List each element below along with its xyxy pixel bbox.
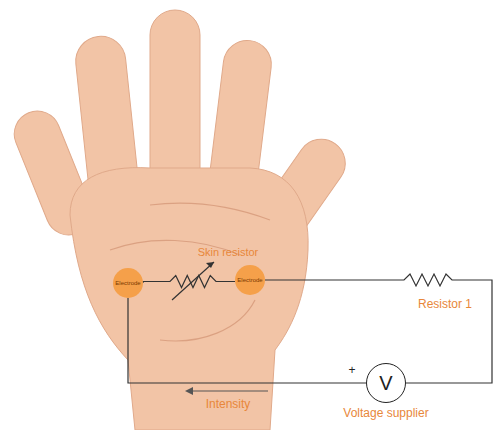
circuit-wire (143, 276, 235, 288)
variable-arrow (172, 262, 214, 300)
variable-arrowhead (206, 262, 214, 268)
source-symbol: V (379, 372, 392, 395)
resistor-label: Skin resistor (198, 246, 259, 258)
voltage-source: VVoltage supplier (366, 363, 406, 403)
source-label: Voltage supplier (343, 406, 428, 420)
current-arrowhead (185, 387, 193, 395)
polarity-mark: + (348, 363, 355, 377)
electrode-label: Electrode (115, 280, 140, 286)
electrode-label: Electrode (237, 277, 262, 283)
current-arrow (192, 390, 268, 391)
electrode-pad: Electrode (113, 268, 143, 298)
resistor-label: Resistor 1 (418, 297, 472, 311)
electrode-pad: Electrode (235, 265, 265, 295)
current-label: Intensity (206, 397, 251, 411)
circuit-wire (128, 298, 366, 383)
